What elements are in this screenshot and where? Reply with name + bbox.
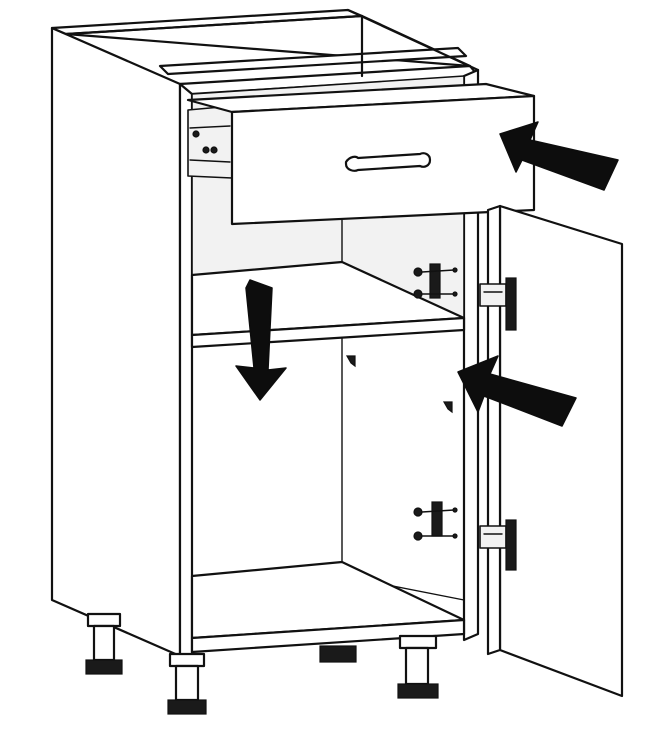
legs [85,612,439,715]
left-side-panel [50,26,182,658]
hinge-plate-lower [413,501,458,541]
top-rail-middle [158,46,468,76]
hinge-icon-lower [479,519,517,571]
bottom-panel-edge [190,618,466,654]
drawer [186,82,536,226]
door-edge [486,204,502,656]
arrows [235,121,619,427]
arrow-icon-door [457,355,577,427]
arrow-icon-shelf [235,279,287,401]
drawer-front [230,94,536,226]
screw-icon [413,267,423,277]
leg-icon-back-middle [319,645,357,663]
shelf-pin-right [442,401,453,414]
drawer-runner [187,105,233,179]
hinge-plate-upper [413,263,458,299]
hinge-icon [479,277,517,331]
top-rail-back [50,8,364,36]
leg-icon-front-left [167,652,207,715]
handle-icon [344,152,432,172]
shelf-pin-left [345,355,356,368]
arrow-icon-drawer [499,121,619,191]
door-panel [498,204,624,698]
leg-icon-back-left [85,612,123,675]
door [479,204,624,698]
leg-icon-front-right [397,634,439,699]
